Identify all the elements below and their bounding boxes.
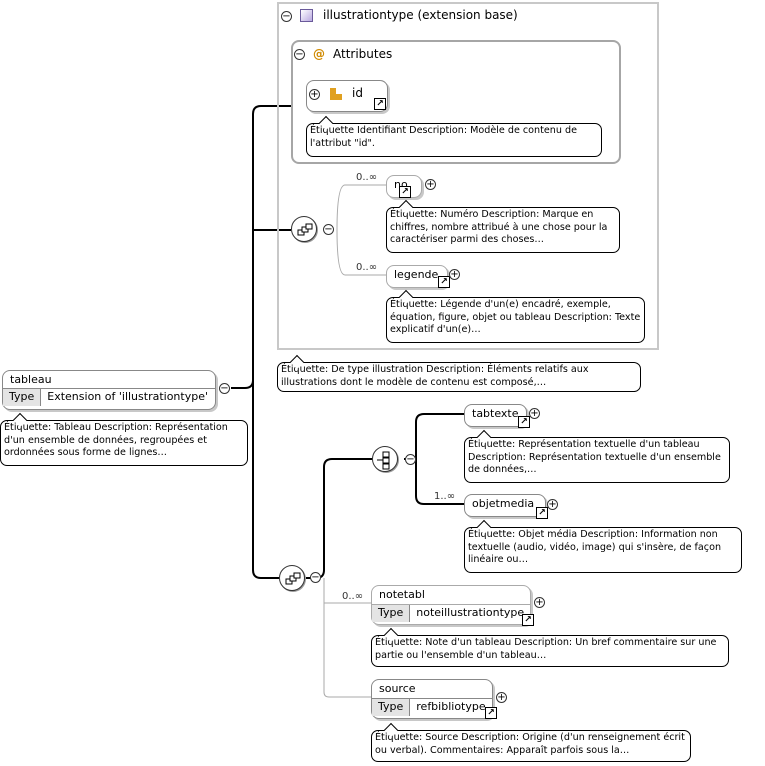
sequence-compositor-2[interactable] — [279, 565, 305, 591]
attribute-id-name: id — [352, 86, 363, 100]
source-type-value: refbibliotype — [416, 700, 486, 713]
expand-tabtexte-icon[interactable]: + — [529, 408, 540, 419]
root-doc: Étiquette: Tableau Description: Représen… — [0, 420, 248, 466]
element-objetmedia[interactable]: objetmedia — [464, 494, 546, 517]
element-tabtexte-name: tabtexte — [472, 407, 519, 420]
sequence-icon — [297, 223, 313, 236]
collapse-seq2-icon[interactable]: − — [310, 572, 321, 583]
choice-to-objetmedia-connector — [415, 459, 464, 505]
element-source[interactable]: source Type refbibliotype — [371, 679, 493, 719]
seq2-to-choice-connector — [306, 458, 372, 579]
id-link-icon[interactable]: ↗ — [374, 98, 386, 110]
choice-icon — [377, 451, 390, 470]
collapse-base-icon[interactable]: − — [281, 11, 292, 22]
attribute-key-icon — [330, 88, 342, 100]
no-doc: Étiquette: Numéro Description: Marque en… — [386, 207, 620, 253]
element-source-name: source — [379, 682, 416, 695]
notetabl-type-label: Type — [372, 605, 411, 622]
seq2-to-source-connector — [323, 603, 372, 698]
collapse-seq1-icon[interactable]: − — [323, 224, 334, 235]
root-element-tableau[interactable]: tableau Type Extension of 'illustrationt… — [2, 370, 216, 410]
id-doc: Étiquette Identifiant Description: Modèl… — [306, 123, 602, 157]
legende-doc: Étiquette: Légende d'un(e) encadré, exem… — [386, 297, 645, 343]
expand-no-icon[interactable]: + — [425, 179, 436, 190]
expand-source-icon[interactable]: + — [496, 692, 507, 703]
base-title: illustrationtype (extension base) — [323, 8, 518, 22]
extension-base-frame — [277, 2, 659, 350]
objetmedia-doc: Étiquette: Objet média Description: Info… — [464, 527, 742, 573]
legende-occurs: 0..∞ — [356, 262, 378, 273]
source-link-icon[interactable]: ↗ — [485, 707, 497, 719]
legende-link-icon[interactable]: ↗ — [438, 276, 450, 288]
notetabl-occurs: 0..∞ — [342, 591, 364, 602]
base-type-icon — [300, 9, 313, 22]
seq1-to-no-connector — [336, 184, 386, 231]
source-type-label: Type — [372, 699, 411, 716]
objetmedia-occurs: 1..∞ — [434, 491, 456, 502]
expand-id-icon[interactable]: + — [309, 89, 320, 100]
choice-compositor[interactable] — [372, 446, 398, 472]
element-tabtexte[interactable]: tabtexte — [464, 404, 527, 427]
element-legende-name: legende — [394, 268, 439, 281]
collapse-choice-icon[interactable]: − — [405, 454, 416, 465]
collapse-root-icon[interactable]: − — [219, 383, 230, 394]
attributes-at-icon: @ — [313, 47, 325, 61]
element-objetmedia-name: objetmedia — [472, 497, 535, 510]
root-type-value: Extension of 'illustrationtype' — [47, 390, 209, 403]
root-type-label: Type — [3, 389, 42, 406]
root-to-seq2-connector — [252, 380, 279, 579]
root-element-name: tableau — [10, 373, 52, 386]
no-occurs: 0..∞ — [356, 172, 378, 183]
tabtexte-doc: Étiquette: Représentation textuelle d'un… — [464, 437, 730, 483]
expand-notetabl-icon[interactable]: + — [534, 597, 545, 608]
objetmedia-link-icon[interactable]: ↗ — [536, 507, 548, 519]
sequence-icon — [285, 572, 301, 585]
notetabl-type-row: Type noteillustrationtype — [372, 604, 530, 622]
element-notetabl-name: notetabl — [379, 588, 425, 601]
source-doc: Étiquette: Source Description: Origine (… — [371, 730, 691, 762]
notetabl-link-icon[interactable]: ↗ — [522, 614, 534, 626]
base-doc: Étiquette: De type illustration Descript… — [277, 362, 641, 392]
element-legende[interactable]: legende — [386, 265, 448, 288]
source-type-row: Type refbibliotype — [372, 698, 492, 716]
expand-legende-icon[interactable]: + — [449, 269, 460, 280]
attributes-group — [291, 40, 621, 164]
notetabl-type-value: noteillustrationtype — [416, 606, 525, 619]
no-link-icon[interactable]: ↗ — [399, 186, 411, 198]
attributes-label: Attributes — [333, 47, 393, 61]
seq1-to-legende-connector — [336, 229, 386, 276]
root-type-row: Type Extension of 'illustrationtype' — [3, 388, 215, 406]
choice-to-tabtexte-connector — [404, 413, 464, 460]
collapse-attributes-icon[interactable]: − — [294, 49, 305, 60]
tabtexte-link-icon[interactable]: ↗ — [518, 416, 530, 428]
notetabl-doc: Étiquette: Note d'un tableau Description… — [371, 635, 729, 667]
element-notetabl[interactable]: notetabl Type noteillustrationtype — [371, 585, 531, 625]
expand-objetmedia-icon[interactable]: + — [547, 499, 558, 510]
root-to-base-connector — [231, 105, 292, 389]
sequence-compositor-1[interactable] — [291, 216, 317, 242]
